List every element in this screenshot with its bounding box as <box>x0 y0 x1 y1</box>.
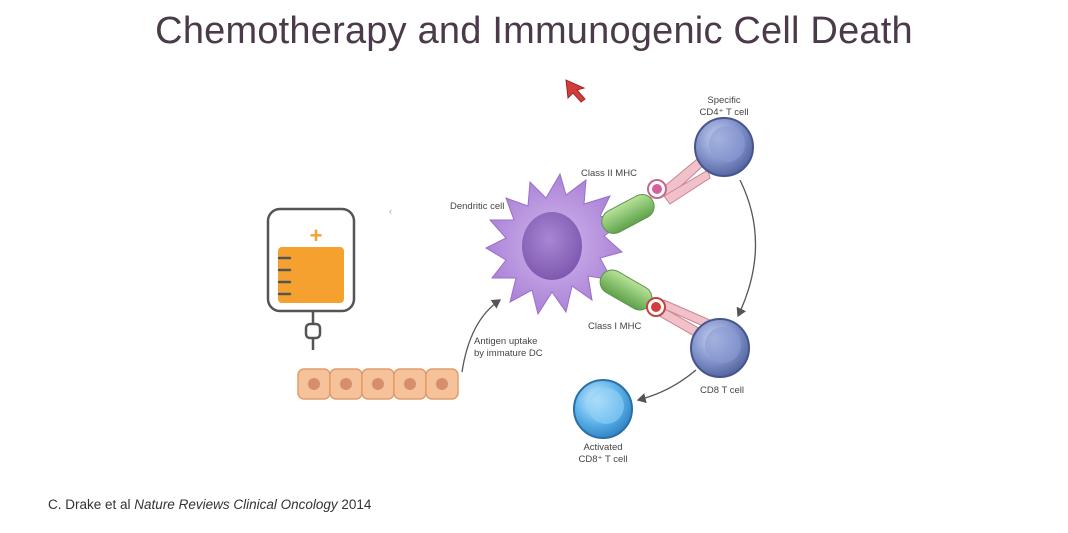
dendritic-cell-label: Dendritic cell <box>450 201 504 212</box>
activated-label-line1: Activated <box>583 442 622 453</box>
slide-title: Chemotherapy and Immunogenic Cell Death <box>155 10 913 52</box>
activated-label-line2: CD8⁺ T cell <box>578 454 627 465</box>
citation-year: 2014 <box>341 497 372 512</box>
dendritic-cell-nucleus <box>522 212 582 280</box>
antigen-uptake-arrow <box>461 299 502 373</box>
tumor-cell-row <box>297 368 459 400</box>
cd4-to-cd8-arrow <box>736 179 757 318</box>
antigen-uptake-label-line1: Antigen uptake <box>474 336 537 347</box>
cd4-label-line1: Specific <box>707 95 741 106</box>
citation-authors: C. Drake et al <box>48 497 131 512</box>
dendritic-cell <box>484 172 626 316</box>
cd4-label-line2: CD4⁺ T cell <box>699 107 748 118</box>
cd8-label: CD8 T cell <box>700 385 744 396</box>
iv-bag-icon: + <box>266 207 356 350</box>
cursor-arrow-icon <box>565 79 586 103</box>
citation: C. Drake et al Nature Reviews Clinical O… <box>48 497 371 512</box>
iv-bag-plus-symbol: + <box>310 223 323 248</box>
caret-mark-icon: ‹ <box>389 206 392 216</box>
antigen-uptake-label-line2: by immature DC <box>474 348 543 359</box>
class-ii-mhc-complex <box>601 154 711 235</box>
cd8-activation-arrow <box>636 369 697 404</box>
class-ii-mhc-label: Class II MHC <box>581 168 637 179</box>
citation-journal: Nature Reviews Clinical Oncology <box>134 497 338 512</box>
class-i-mhc-complex <box>599 269 711 339</box>
class-i-mhc-label: Class I MHC <box>588 321 641 332</box>
